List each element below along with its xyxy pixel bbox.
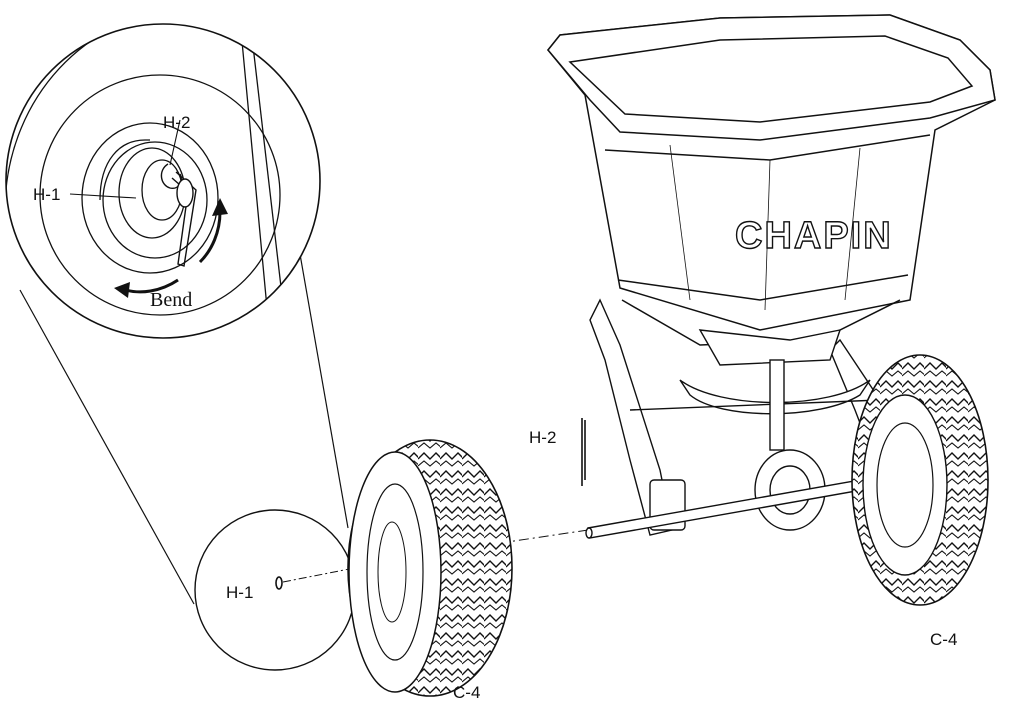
label-h1-main: H-1	[226, 583, 253, 602]
hairpin-clip-detail	[160, 163, 197, 267]
label-c4-left: C-4	[453, 683, 480, 702]
leader-h2-detail	[169, 119, 181, 166]
label-h2-main: H-2	[529, 428, 556, 447]
hairpin-clip-h2	[581, 418, 586, 486]
cotter-pin-h1	[275, 576, 283, 590]
wheel-left	[347, 439, 513, 697]
detail-callout: H-2 H-1 Bend	[5, 23, 321, 339]
bend-arrows-icon	[125, 211, 222, 294]
brand-logo: CHAPIN	[735, 215, 893, 257]
wheel-right	[851, 354, 989, 606]
label-bend: Bend	[150, 289, 192, 311]
label-h2-detail: H-2	[163, 113, 190, 132]
hub-axle-end	[118, 147, 186, 239]
hopper	[547, 14, 996, 346]
leader-h1-detail	[69, 193, 137, 199]
label-h1-detail: H-1	[33, 185, 60, 204]
label-c4-right: C-4	[930, 630, 957, 649]
